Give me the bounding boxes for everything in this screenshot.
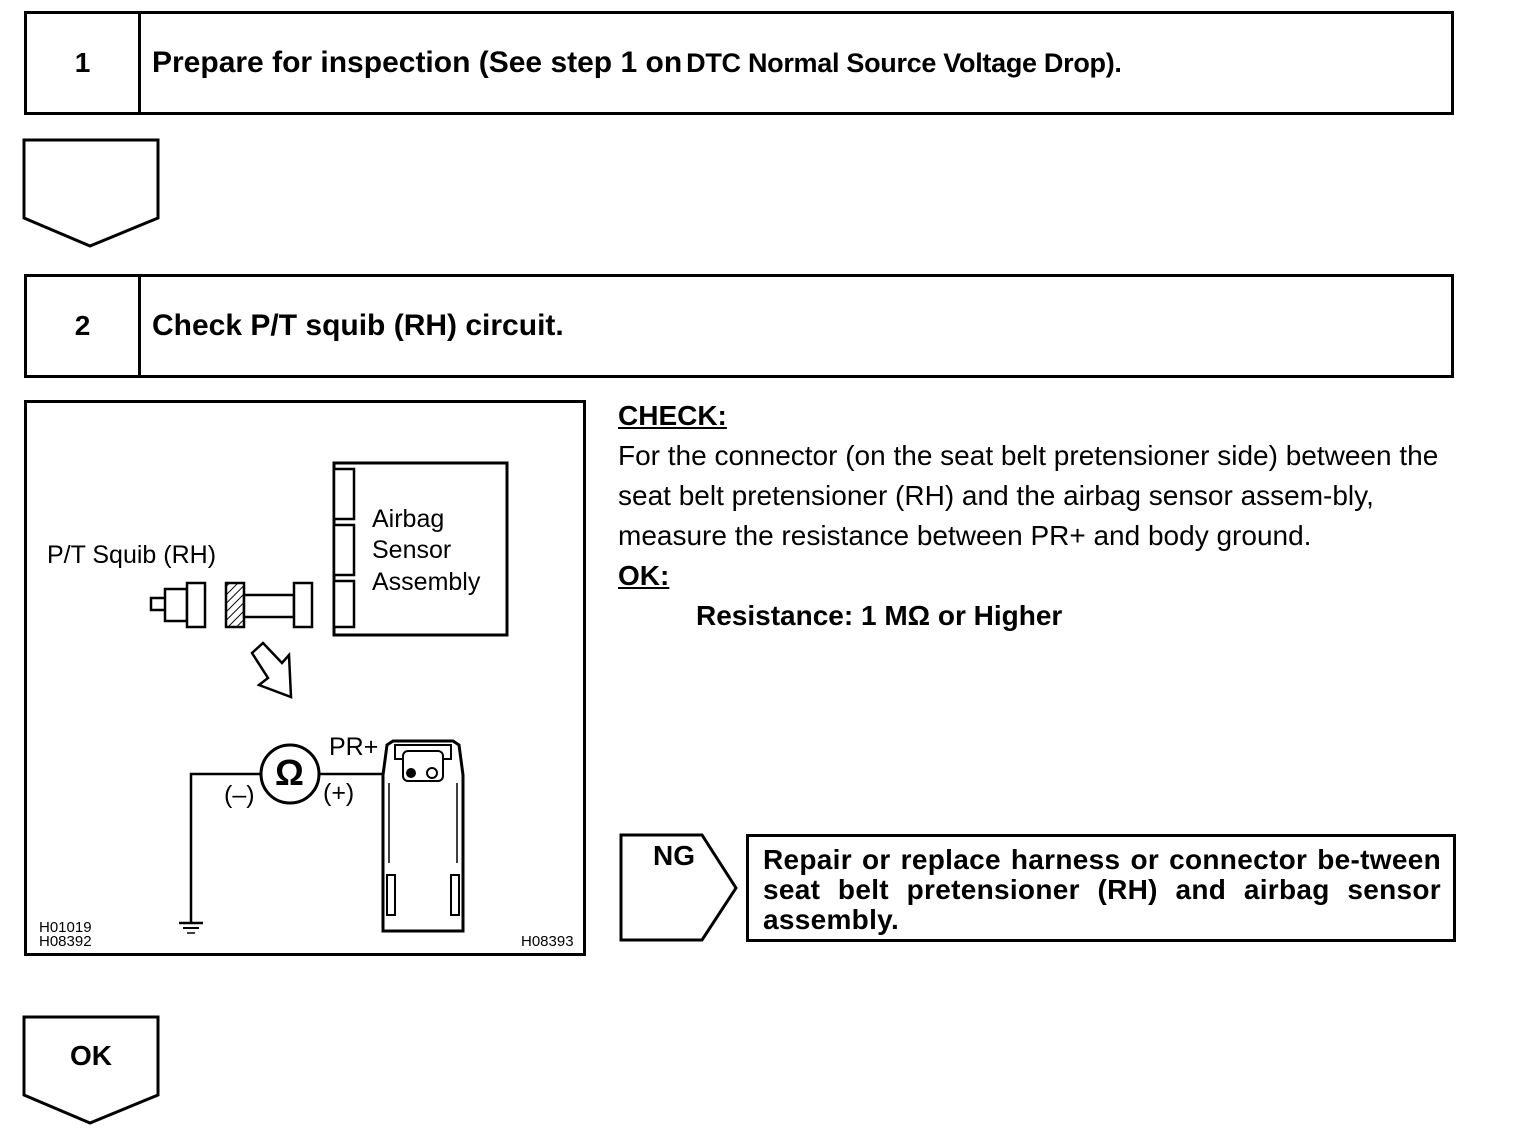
ng-label: NG bbox=[653, 840, 695, 871]
ok-arrow-label: OK bbox=[70, 1040, 112, 1071]
ng-action-box: Repair or replace harness or connector b… bbox=[746, 834, 1456, 942]
wiring-diagram bbox=[149, 461, 509, 934]
airbag-sensor-box bbox=[332, 461, 509, 637]
step-2-box: 2 Check P/T squib (RH) circuit. bbox=[24, 274, 1454, 378]
step-2-number: 2 bbox=[27, 277, 141, 375]
ng-arrow bbox=[619, 833, 738, 942]
check-text: For the connector (on the seat belt pret… bbox=[618, 440, 1439, 551]
check-heading: CHECK: bbox=[618, 400, 727, 431]
ok-spec: Resistance: 1 MΩ or Higher bbox=[696, 600, 1063, 631]
minus-label: (–) bbox=[224, 781, 255, 809]
squib-connector bbox=[185, 581, 207, 629]
figure-code-left: H01019 H08392 bbox=[39, 919, 92, 950]
step-2-title: Check P/T squib (RH) circuit. bbox=[152, 309, 564, 342]
pretensioner-connector bbox=[381, 739, 465, 933]
disconnect-arrow bbox=[250, 641, 293, 699]
airbag-label-line-2: Sensor bbox=[372, 536, 452, 564]
sensor-connector bbox=[292, 581, 314, 629]
plus-label: (+) bbox=[323, 779, 355, 807]
wiring-diagram-figure: P/T Squib (RH) Airbag Sensor Assembly PR… bbox=[24, 400, 586, 956]
pr-plus-terminal bbox=[406, 768, 416, 778]
next-step-arrow bbox=[22, 138, 160, 248]
airbag-label-line-3: Assembly bbox=[372, 568, 481, 596]
step-1-box: 1 Prepare for inspection (See step 1 on … bbox=[24, 11, 1454, 115]
ok-arrow bbox=[22, 1015, 160, 1125]
check-instructions: CHECK: For the connector (on the seat be… bbox=[618, 396, 1468, 636]
step-1-number: 1 bbox=[27, 14, 141, 112]
airbag-label-line-1: Airbag bbox=[372, 505, 445, 533]
squib-label: P/T Squib (RH) bbox=[47, 541, 217, 569]
ohm-icon: Ω bbox=[275, 752, 304, 793]
step-1-title-ref: DTC Normal Source Voltage Drop). bbox=[686, 47, 1122, 78]
ok-heading: OK: bbox=[618, 560, 670, 591]
figure-code-right: H08393 bbox=[521, 933, 574, 950]
pr-plus-label: PR+ bbox=[329, 733, 379, 761]
step-1-title: Prepare for inspection (See step 1 on DT… bbox=[152, 14, 1122, 112]
step-1-title-text: Prepare for inspection (See step 1 on bbox=[152, 46, 683, 79]
hatched-connector bbox=[224, 581, 246, 629]
